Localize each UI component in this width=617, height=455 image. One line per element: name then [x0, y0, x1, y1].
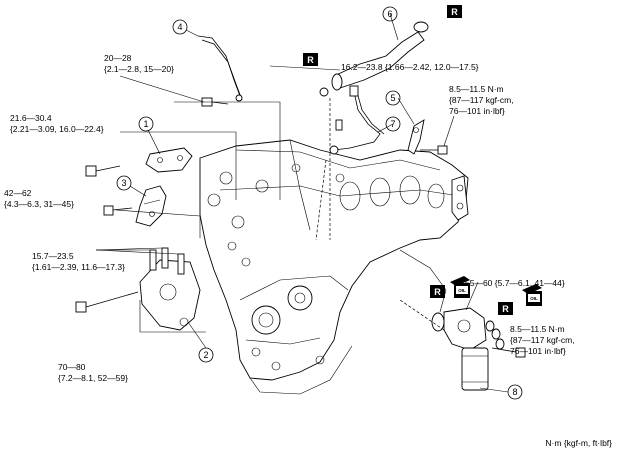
callout-7: 7 [385, 116, 401, 132]
torque-spec-9: 8.5—11.5 N·m {87—117 kgf-cm, 76—101 in·l… [510, 324, 575, 356]
svg-text:5: 5 [390, 93, 395, 103]
callouts: 1 2 3 4 5 6 7 8 [116, 6, 523, 400]
bolt-d [75, 291, 139, 313]
svg-text:70—80: 70—80 [58, 362, 86, 372]
svg-text:7: 7 [390, 119, 395, 129]
svg-text:42—62: 42—62 [4, 188, 32, 198]
callout-4: 4 [172, 19, 188, 35]
bolt-f [491, 347, 526, 358]
part-3-bracket [135, 185, 167, 227]
oil-can-icon: OIL [450, 276, 470, 298]
svg-text:6: 6 [387, 9, 392, 19]
svg-text:8: 8 [512, 387, 517, 397]
part-2-engine-mount [139, 247, 201, 331]
engine-block [199, 139, 469, 395]
replace-mark-icon: R [447, 5, 462, 18]
svg-text:{7.2—8.1, 52—59}: {7.2—8.1, 52—59} [58, 373, 128, 383]
leader-lines [95, 13, 509, 393]
svg-text:{87—117 kgf-cm,: {87—117 kgf-cm, [449, 95, 514, 105]
svg-text:R: R [434, 287, 441, 297]
svg-text:8.5—11.5 N·m: 8.5—11.5 N·m [510, 324, 565, 334]
bolt-c [103, 205, 133, 216]
callout-8: 8 [507, 384, 523, 400]
bolt-g [335, 119, 343, 131]
part-6-hose [319, 21, 429, 97]
part-4-dipstick [197, 35, 243, 102]
svg-text:55—60 {5.7—6.1, 41—44}: 55—60 {5.7—6.1, 41—44} [465, 278, 565, 288]
svg-text:{87—117 kgf-cm,: {87—117 kgf-cm, [510, 335, 575, 345]
part-1-bracket [145, 147, 193, 173]
svg-text:21.6—30.4: 21.6—30.4 [10, 113, 52, 123]
torque-spec-1: 20—28 {2.1—2.8, 15—20} [104, 53, 174, 74]
oil-can-icon: OIL [522, 284, 542, 306]
svg-text:{2.1—2.8, 15—20}: {2.1—2.8, 15—20} [104, 64, 174, 74]
oil-marks: OIL OIL [450, 276, 542, 306]
svg-text:{1.61—2.39, 11.6—17.3}: {1.61—2.39, 11.6—17.3} [32, 262, 125, 272]
replace-mark-icon: R [430, 285, 445, 298]
svg-text:76—101 in·lbf}: 76—101 in·lbf} [449, 106, 505, 116]
svg-text:20—28: 20—28 [104, 53, 132, 63]
svg-text:R: R [307, 55, 314, 65]
torque-spec-8: 55—60 {5.7—6.1, 41—44} [465, 278, 565, 288]
torque-spec-5: 70—80 {7.2—8.1, 52—59} [58, 362, 128, 383]
svg-text:4: 4 [177, 22, 182, 32]
part-5-sensor [407, 119, 425, 155]
torque-spec-7: 8.5—11.5 N·m {87—117 kgf-cm, 76—101 in·l… [449, 84, 514, 116]
callout-5: 5 [385, 90, 401, 106]
replace-marks: R R R R [303, 5, 513, 315]
callout-3: 3 [116, 175, 132, 191]
part-7-harness [329, 85, 385, 155]
callout-2: 2 [198, 347, 214, 363]
bolt-e [420, 145, 448, 155]
part-8-oil-filter [431, 307, 505, 391]
svg-text:3: 3 [121, 178, 126, 188]
replace-mark-icon: R [498, 302, 513, 315]
torque-spec-2: 21.6—30.4 {2.21—3.09, 16.0—22.4} [10, 113, 104, 134]
svg-text:OIL: OIL [458, 288, 466, 293]
svg-text:16.2—23.8 {1.66—2.42, 12.0—17.: 16.2—23.8 {1.66—2.42, 12.0—17.5} [341, 62, 479, 72]
units-note: N·m {kgf-m, ft·lbf} [545, 438, 612, 448]
svg-text:1: 1 [143, 119, 148, 129]
svg-text:R: R [502, 304, 509, 314]
callout-1: 1 [138, 116, 154, 132]
svg-text:{2.21—3.09, 16.0—22.4}: {2.21—3.09, 16.0—22.4} [10, 124, 104, 134]
torque-spec-4: 15.7—23.5 {1.61—2.39, 11.6—17.3} [32, 251, 125, 272]
svg-text:8.5—11.5 N·m: 8.5—11.5 N·m [449, 84, 504, 94]
torque-spec-6: 16.2—23.8 {1.66—2.42, 12.0—17.5} [341, 62, 479, 72]
replace-mark-icon: R [303, 53, 318, 66]
torque-spec-3: 42—62 {4.3—6.3, 31—45} [4, 188, 74, 209]
svg-text:76—101 in·lbf}: 76—101 in·lbf} [510, 346, 566, 356]
svg-text:2: 2 [203, 350, 208, 360]
torque-labels: 20—28 {2.1—2.8, 15—20} 21.6—30.4 {2.21—3… [4, 53, 575, 383]
svg-text:OIL: OIL [530, 296, 538, 301]
svg-text:R: R [451, 7, 458, 17]
callout-6: 6 [382, 6, 398, 22]
bolt-b [85, 165, 121, 177]
svg-text:15.7—23.5: 15.7—23.5 [32, 251, 74, 261]
svg-text:{4.3—6.3, 31—45}: {4.3—6.3, 31—45} [4, 199, 74, 209]
